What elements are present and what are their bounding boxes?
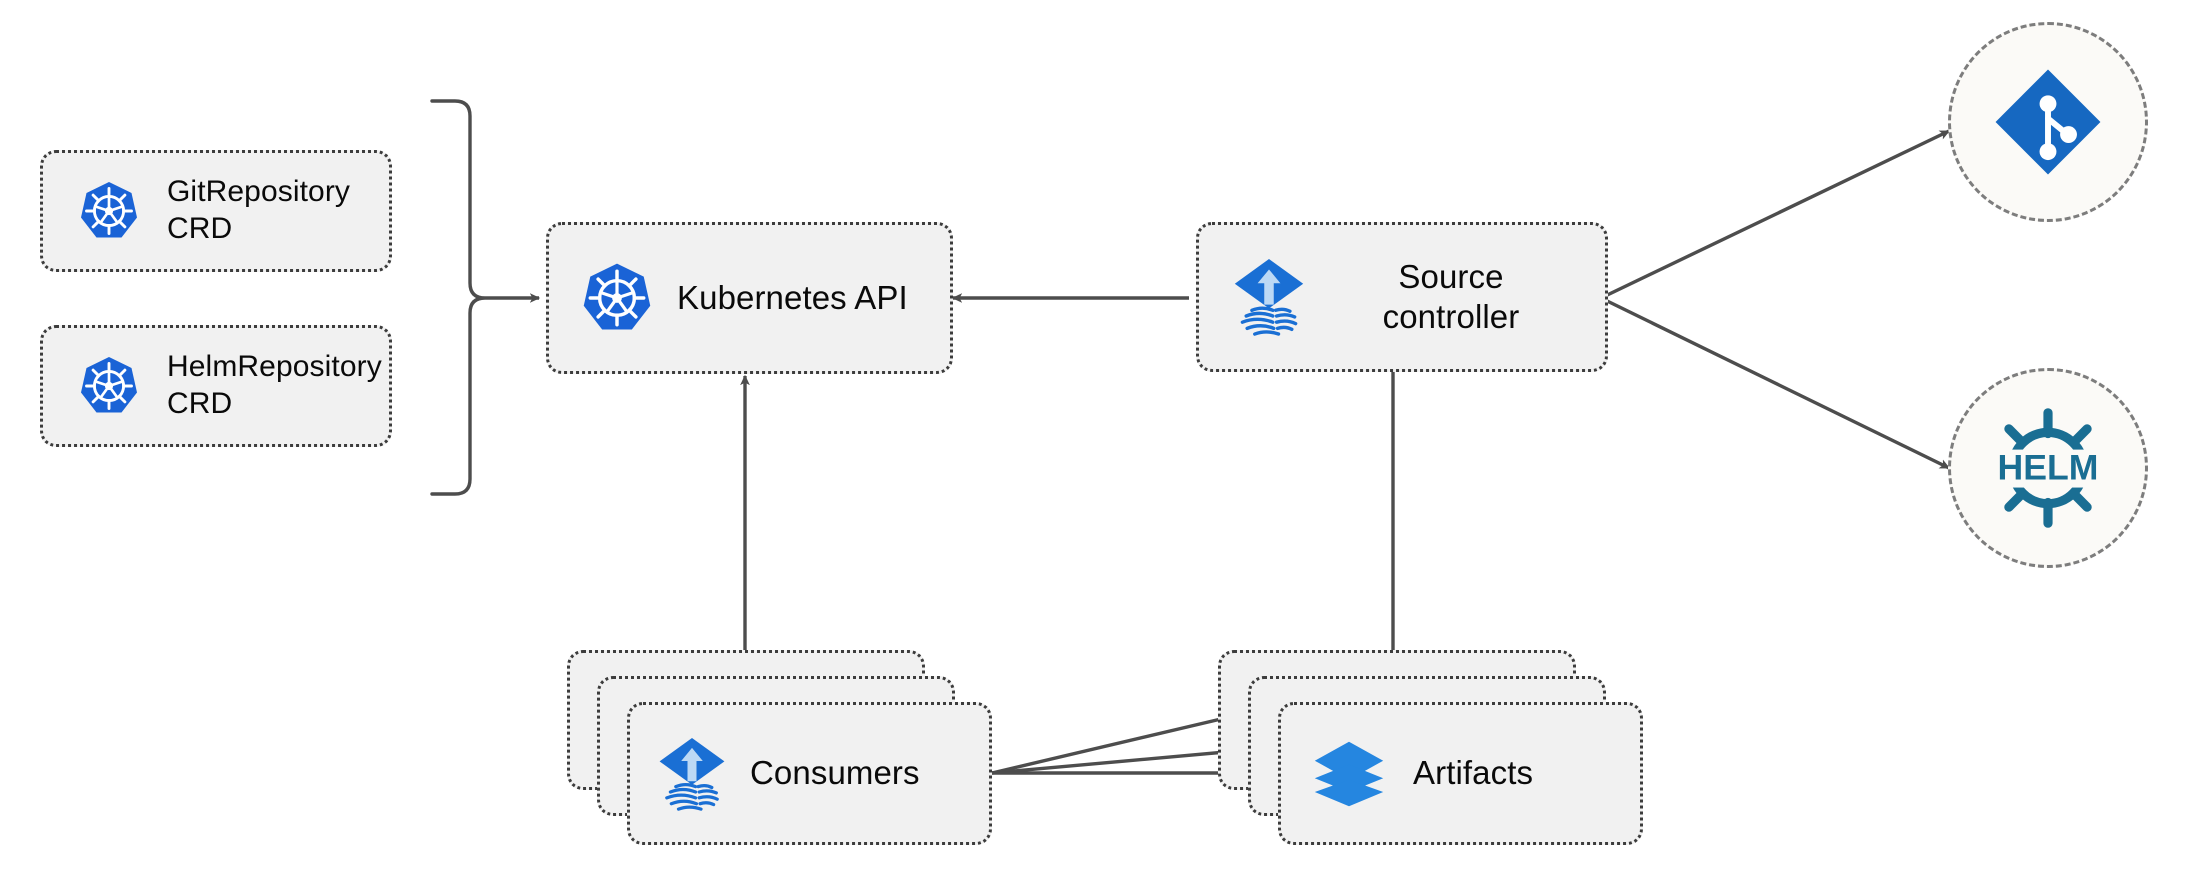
node-git-repository-crd[interactable]: GitRepository CRD: [40, 150, 392, 272]
kubernetes-icon: [583, 263, 651, 330]
node-consumers[interactable]: Consumers: [627, 702, 992, 845]
flux-icon: [659, 737, 725, 811]
edge-source-controller-to-git: [1600, 129, 1951, 300]
node-label: Consumers: [750, 754, 920, 792]
edge-source-controller-to-helm: [1600, 296, 1951, 470]
node-kubernetes-api[interactable]: Kubernetes API: [546, 222, 953, 374]
helm-icon: HELM: [1995, 408, 2101, 528]
node-label: Kubernetes API: [677, 278, 908, 316]
edge-consumers-to-artifacts-1: [991, 712, 1240, 775]
node-artifacts[interactable]: Artifacts: [1278, 702, 1643, 845]
git-icon: [1995, 69, 2101, 175]
kubernetes-icon: [81, 182, 137, 238]
node-label: Artifacts: [1413, 754, 1534, 792]
node-helm-repository-crd[interactable]: HelmRepository CRD: [40, 325, 392, 447]
node-git[interactable]: [1948, 22, 2148, 222]
node-label: GitRepository CRD: [167, 175, 351, 245]
helm-wordmark: HELM: [1998, 448, 2099, 488]
node-label: Source controller: [1382, 257, 1520, 335]
node-helm[interactable]: HELM: [1948, 368, 2148, 568]
layers-icon: [1314, 741, 1384, 806]
flux-icon: [1234, 259, 1304, 336]
node-source-controller[interactable]: Source controller: [1196, 222, 1608, 372]
kubernetes-icon: [81, 357, 137, 413]
crd-bracket: [430, 99, 486, 496]
node-label: HelmRepository CRD: [167, 350, 382, 420]
